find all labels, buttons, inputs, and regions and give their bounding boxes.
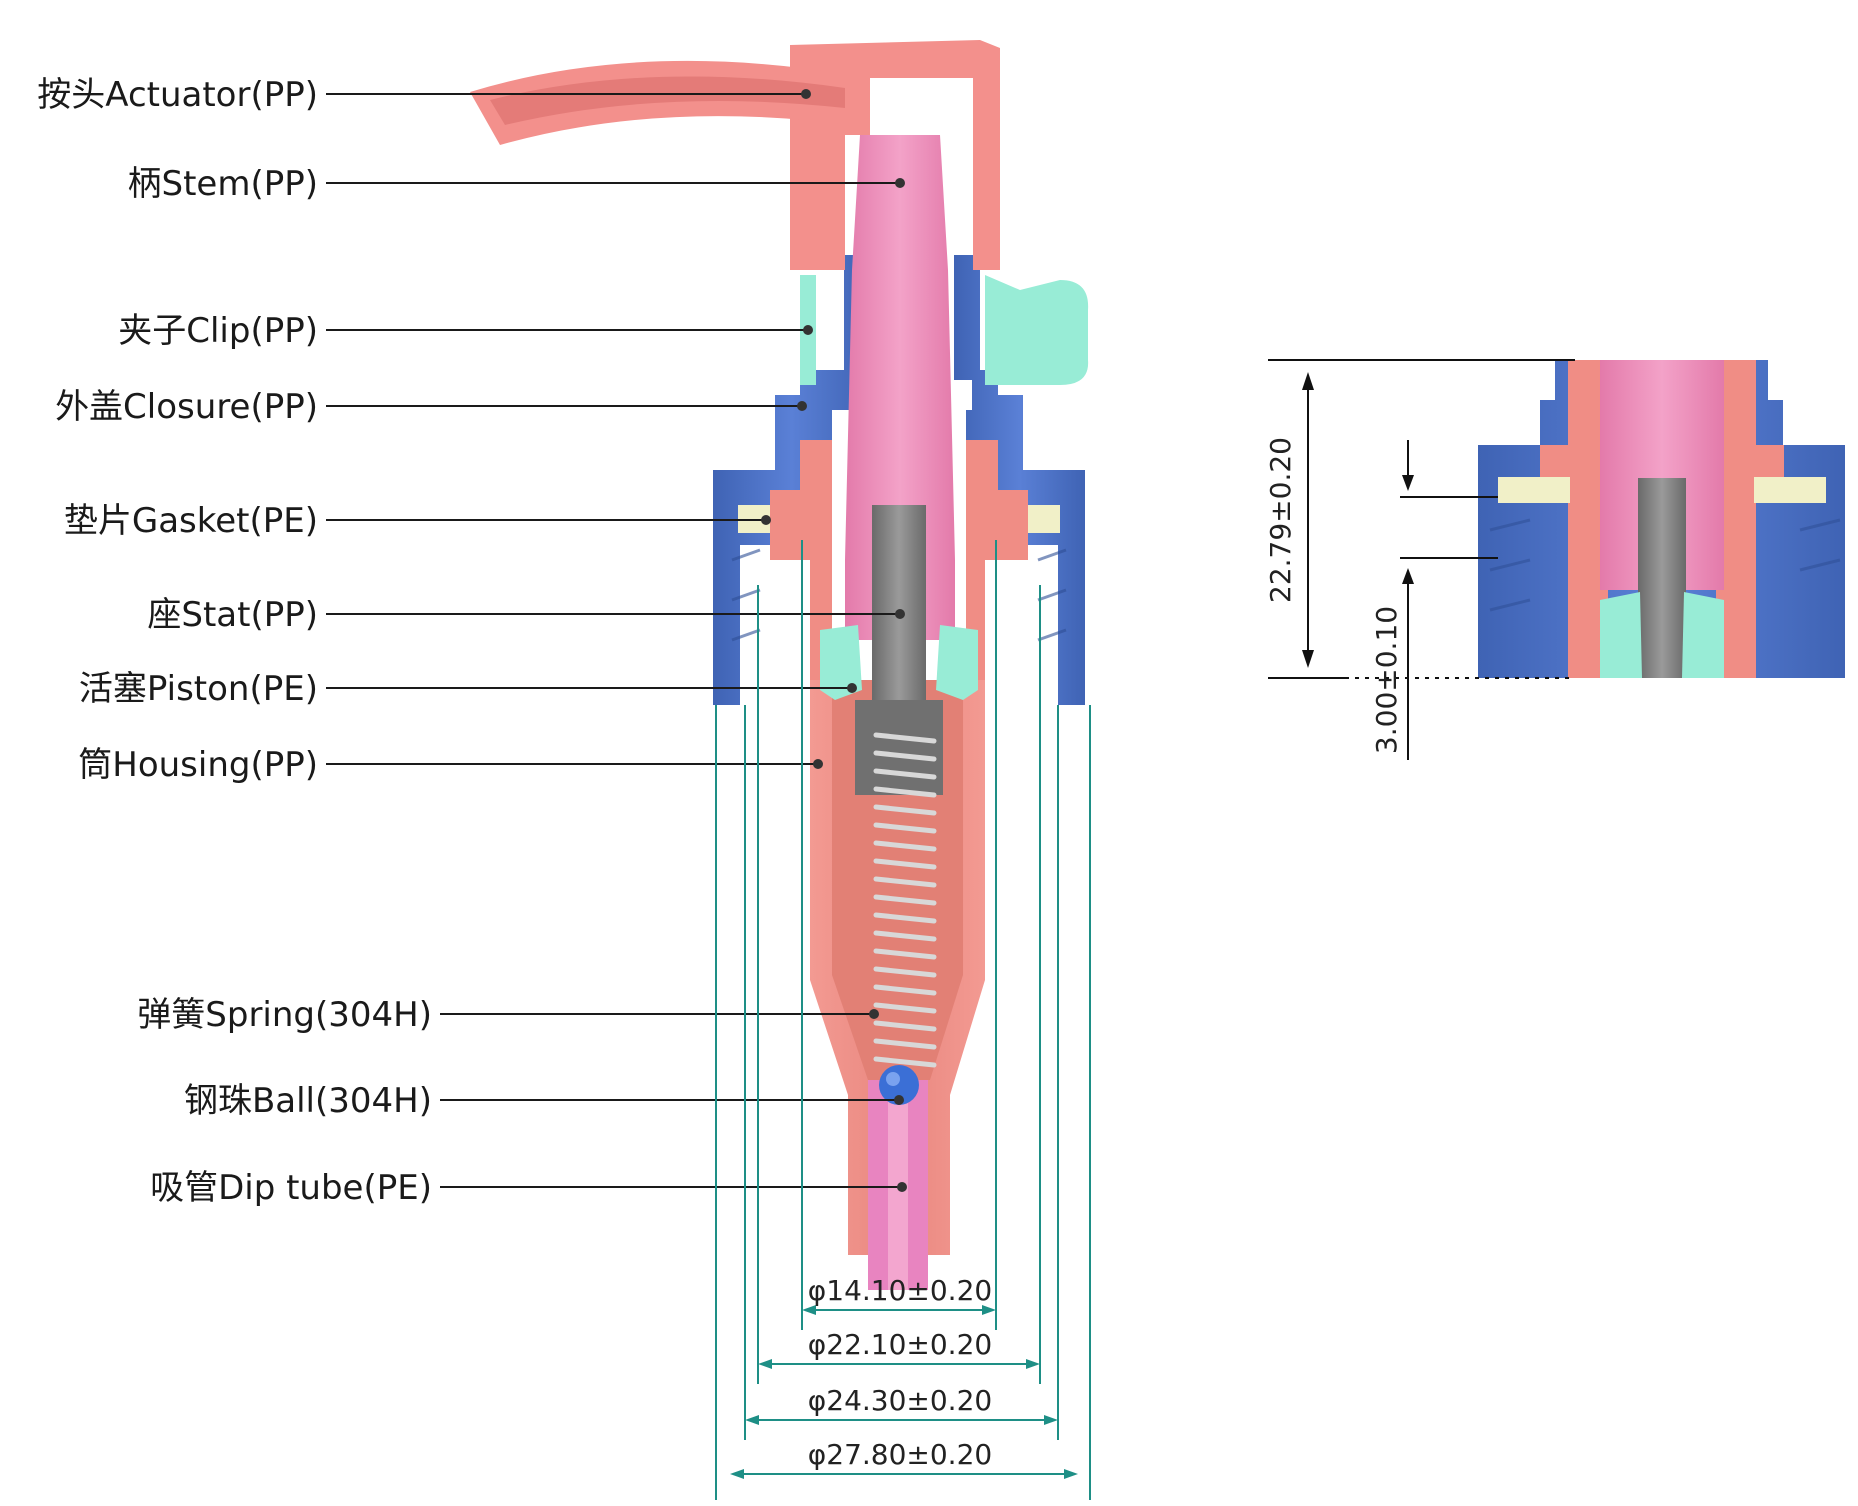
spring-coil — [873, 804, 937, 816]
spring-coil — [873, 768, 937, 780]
spring-coil — [873, 930, 937, 942]
part-label: 吸管Dip tube(PE) — [150, 1168, 432, 1208]
detail-threads — [1489, 518, 1841, 612]
dimension-arrow-right — [1064, 1469, 1078, 1479]
detail-housing-top-left — [1540, 445, 1580, 480]
spring-coil — [873, 984, 937, 996]
dimension-arrow-right — [982, 1305, 996, 1315]
diameter-dimension: φ24.30±0.20 — [745, 1384, 1058, 1425]
piston-right — [936, 625, 978, 700]
piston-left — [820, 625, 862, 700]
dimension-arrow-left — [745, 1415, 759, 1425]
leader-dot — [797, 401, 807, 411]
height-arrow-bottom — [1302, 650, 1314, 668]
spring-coil — [873, 894, 937, 906]
spring-coil — [873, 786, 937, 798]
diameter-label: φ24.30±0.20 — [808, 1384, 992, 1417]
spring-coil — [873, 1056, 937, 1068]
part-label: 筒Housing(PP) — [78, 745, 318, 785]
clip-right — [985, 275, 1089, 385]
diameter-dimension: φ22.10±0.20 — [758, 1328, 1040, 1369]
diameter-dimension: φ14.10±0.20 — [802, 1274, 996, 1315]
leader-dot — [894, 1095, 904, 1105]
diameter-label: φ27.80±0.20 — [808, 1438, 992, 1471]
leader-dot — [803, 325, 813, 335]
ball-highlight — [886, 1072, 900, 1086]
spring-coil — [873, 750, 937, 762]
spring-coil — [873, 1002, 937, 1014]
part-label-group: 筒Housing(PP) — [78, 745, 823, 785]
dimension-arrow-left — [758, 1359, 772, 1369]
spring-coil — [873, 1038, 937, 1050]
part-label-group: 垫片Gasket(PE) — [64, 501, 771, 541]
part-label-group: 夹子Clip(PP) — [118, 311, 813, 351]
part-label: 垫片Gasket(PE) — [64, 501, 318, 541]
part-label-group: 座Stat(PP) — [147, 595, 905, 635]
main-section — [470, 40, 1089, 1290]
part-labels: 按头Actuator(PP) 柄Stem(PP) 夹子Clip(PP) 外盖Closu… — [37, 75, 907, 1208]
leader-dot — [895, 609, 905, 619]
part-label: 活塞Piston(PE) — [79, 669, 318, 709]
spring-coil — [873, 912, 937, 924]
part-label-group: 按头Actuator(PP) — [37, 75, 811, 115]
part-label-group: 活塞Piston(PE) — [79, 669, 857, 709]
closure-right — [954, 255, 1085, 705]
actuator-nozzle-inner — [490, 76, 845, 125]
detail-stat — [1638, 478, 1686, 678]
diameter-label: φ22.10±0.20 — [808, 1328, 992, 1361]
offset-dimension-label: 3.00±0.10 — [1370, 606, 1403, 754]
height-dimension-label: 22.79±0.20 — [1264, 437, 1297, 603]
dimension-arrow-right — [1044, 1415, 1058, 1425]
part-label: 外盖Closure(PP) — [55, 387, 318, 427]
leader-dot — [869, 1009, 879, 1019]
part-label-group: 外盖Closure(PP) — [55, 387, 807, 427]
part-label: 钢珠Ball(304H) — [184, 1081, 432, 1121]
detail-piston-right — [1682, 592, 1724, 678]
offset-arrow-down — [1402, 475, 1414, 491]
spring-coil — [873, 966, 937, 978]
dimension-arrow-right — [1026, 1359, 1040, 1369]
dimension-arrow-left — [802, 1305, 816, 1315]
spring-coil — [873, 732, 937, 744]
leader-dot — [847, 683, 857, 693]
leader-dot — [761, 515, 771, 525]
detail-view: 22.79±0.20 3.00±0.10 — [1264, 359, 1845, 760]
closure-threads — [731, 548, 1067, 642]
stat — [872, 505, 926, 705]
diameter-dimensions: φ14.10±0.20 φ22.10±0.20 φ24.30±0.20 φ27.80±… — [715, 540, 1091, 1500]
part-label: 弹簧Spring(304H) — [137, 995, 432, 1035]
leader-dot — [897, 1182, 907, 1192]
diameter-label: φ14.10±0.20 — [808, 1274, 992, 1307]
spring-coil — [873, 840, 937, 852]
detail-piston-left — [1600, 592, 1642, 678]
dimension-arrow-left — [730, 1469, 744, 1479]
part-label: 按头Actuator(PP) — [37, 75, 318, 115]
detail-housing-top-right — [1744, 445, 1784, 480]
part-label-group: 吸管Dip tube(PE) — [150, 1168, 907, 1208]
part-label: 夹子Clip(PP) — [118, 311, 318, 351]
height-arrow-top — [1302, 372, 1314, 390]
leader-dot — [813, 759, 823, 769]
offset-arrow-up — [1402, 568, 1414, 584]
spring-coil — [873, 822, 937, 834]
leader-dot — [801, 89, 811, 99]
detail-gasket-left — [1498, 477, 1570, 503]
part-label-group: 钢珠Ball(304H) — [184, 1081, 904, 1121]
spring-coil — [873, 948, 937, 960]
spring — [873, 732, 937, 1068]
part-label: 柄Stem(PP) — [128, 164, 319, 204]
part-label-group: 弹簧Spring(304H) — [137, 995, 879, 1035]
stat-cage — [855, 700, 943, 795]
diameter-dimension: φ27.80±0.20 — [730, 1438, 1078, 1479]
part-label: 座Stat(PP) — [147, 595, 318, 635]
spring-coil — [873, 876, 937, 888]
leader-dot — [895, 178, 905, 188]
spring-coil — [873, 1020, 937, 1032]
part-label-group: 柄Stem(PP) — [128, 164, 905, 204]
closure — [713, 255, 870, 705]
spring-coil — [873, 858, 937, 870]
detail-gasket-right — [1754, 477, 1826, 503]
